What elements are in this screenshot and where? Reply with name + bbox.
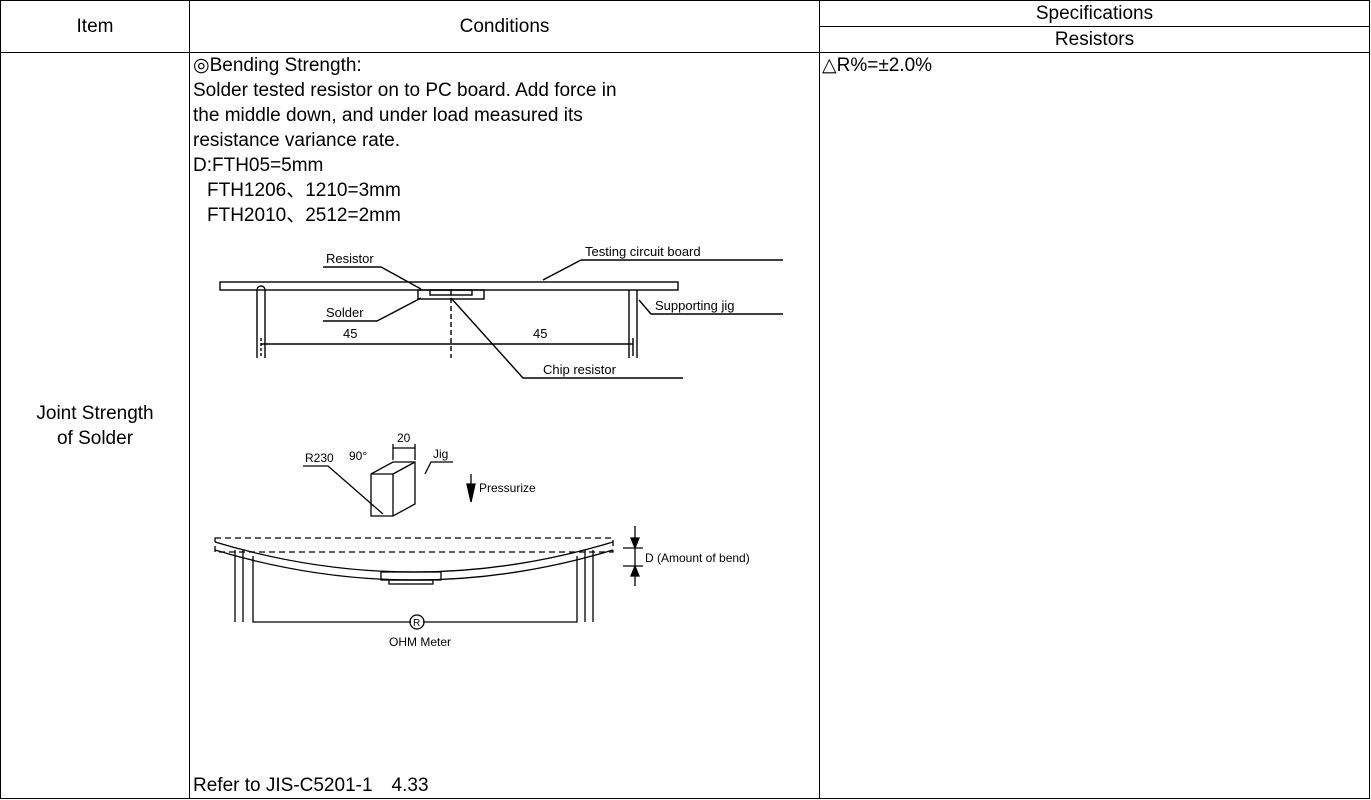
label-jig: Jig [433, 447, 448, 461]
conditions-cell: ◎Bending Strength: Solder tested resisto… [189, 52, 820, 799]
label-supporting-jig: Supporting jig [655, 298, 735, 313]
label-solder: Solder [326, 305, 364, 320]
reference-line: Refer to JIS-C5201-1 4.33 [193, 775, 429, 796]
d-value-sub-2: FTH2010、2512=2mm [207, 205, 401, 226]
label-resistor: Resistor [326, 251, 374, 266]
specification-value: △R%=±2.0% [819, 52, 1370, 799]
condition-text-line-3: resistance variance rate. [193, 130, 400, 151]
header-item: Item [0, 0, 190, 53]
label-dim-right: 45 [533, 326, 547, 341]
header-conditions: Conditions [189, 0, 820, 53]
item-line-1: Joint Strength [36, 402, 154, 424]
header-specifications: Specifications [819, 0, 1370, 27]
label-chip-resistor: Chip resistor [543, 362, 617, 377]
d-value-sub-1: FTH1206、1210=3mm [207, 180, 401, 201]
board-support-diagram: Resistor Testing circuit board Solder Su… [219, 246, 783, 379]
label-dim-left: 45 [343, 326, 357, 341]
item-cell: Joint Strength of Solder [0, 52, 190, 799]
condition-text-line-2: the middle down, and under load measured… [193, 105, 583, 126]
bending-test-diagram: 20 90° R230 Jig Pressurize D (Amount of … [214, 431, 750, 649]
label-radius: R230 [305, 451, 334, 465]
label-pressurize: Pressurize [479, 481, 536, 495]
label-dim-20: 20 [397, 431, 411, 445]
d-value-line: D:FTH05=5mm [193, 155, 324, 176]
label-angle: 90° [349, 449, 367, 463]
bending-strength-heading: ◎Bending Strength: [193, 55, 362, 76]
label-meter-symbol: R [413, 618, 420, 629]
label-amount-of-bend: D (Amount of bend) [645, 551, 750, 565]
item-line-2: of Solder [56, 427, 134, 449]
label-ohm-meter: OHM Meter [389, 635, 451, 649]
header-resistors: Resistors [819, 26, 1370, 53]
condition-text-line-1: Solder tested resistor on to PC board. A… [193, 80, 617, 101]
label-testing-board: Testing circuit board [585, 246, 701, 259]
